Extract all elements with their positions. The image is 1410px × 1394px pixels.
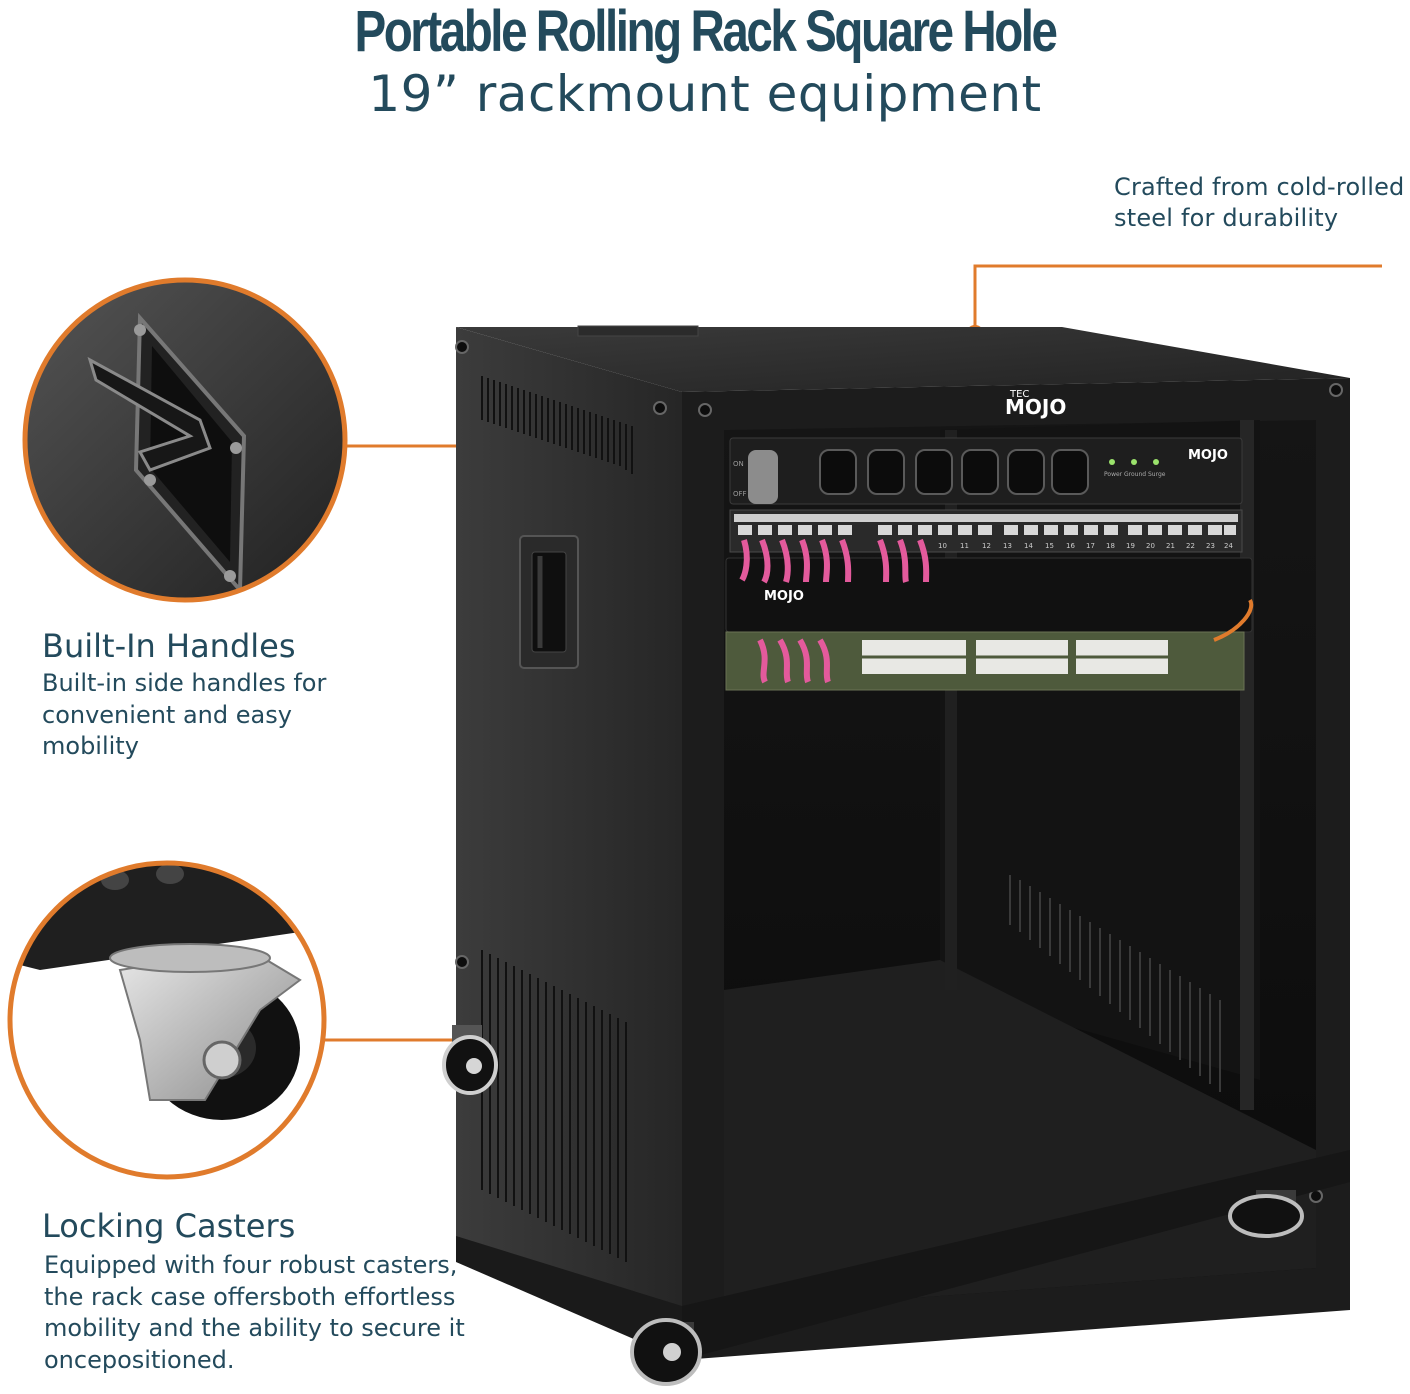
brand-logo-small: TEC (1009, 389, 1029, 400)
side-vents-top (481, 376, 633, 474)
port-number: 24 (1224, 542, 1233, 550)
port-number: 14 (1024, 542, 1033, 550)
handle-zoom-circle (22, 277, 348, 603)
handles-desc-line: mobility (42, 732, 139, 760)
steel-callout: Crafted from cold-rolled steel for durab… (1114, 172, 1404, 234)
handles-desc-line: convenient and easy (42, 700, 292, 729)
patch-cables (739, 538, 930, 684)
steel-leader-line (973, 264, 1382, 334)
pdu-brand-logo: MOJO (1188, 448, 1228, 463)
pdu-label-surge: Surge (1148, 471, 1166, 478)
frame-bolts (455, 340, 1343, 1325)
handles-desc-line: Built-in side handles for (42, 669, 327, 697)
orange-cable (1213, 598, 1254, 642)
caster-front-left (630, 1318, 702, 1386)
port-number: 23 (1206, 542, 1215, 550)
casters-title: Locking Casters (42, 1207, 296, 1245)
port-number: 16 (1066, 542, 1075, 550)
rack-cabinet (442, 325, 1350, 1386)
patch-panel-label-strip (734, 514, 1238, 522)
pdu-outlets (819, 449, 1089, 495)
port-number: 21 (1166, 542, 1175, 550)
port-number: 18 (1106, 542, 1115, 550)
pdu-label-ground: Ground (1124, 471, 1146, 478)
cabinet-top (456, 327, 1350, 392)
steel-callout-line-2: steel for durability (1114, 204, 1339, 232)
pdu-switch-label-on: ON (733, 460, 744, 468)
pdu-leds (1109, 459, 1159, 465)
steel-callout-line-1: Crafted from cold-rolled (1114, 173, 1405, 201)
brand-logo: MOJO (1005, 395, 1066, 419)
port-number: 11 (960, 542, 969, 550)
port-number: 19 (1126, 542, 1135, 550)
port-number: 17 (1086, 542, 1095, 550)
casters-description: Equipped with four robust casters, the r… (44, 1250, 465, 1376)
port-number: 20 (1146, 542, 1155, 550)
port-number: 15 (1045, 542, 1054, 550)
bottom-frame-front (682, 1150, 1350, 1360)
page-title: Portable Rolling Rack Square Hole (354, 0, 1058, 64)
interior-vents (1009, 875, 1221, 1092)
pdu-switch (748, 450, 778, 504)
casters-desc-line: oncepositioned. (44, 1345, 235, 1374)
port-number: 13 (1003, 542, 1012, 550)
handles-description: Built-in side handles for convenient and… (42, 668, 326, 763)
patch-panel-ports (738, 525, 1236, 535)
top-vent-panel (577, 325, 699, 337)
page-subtitle: 19” rackmount equipment (368, 65, 1042, 123)
casters-desc-line: mobility and the ability to secure it (44, 1314, 465, 1342)
handles-title: Built-In Handles (42, 627, 296, 665)
caster-zoom-circle (7, 860, 327, 1180)
caster-rear-left (442, 1025, 498, 1095)
bottom-frame-side (456, 1236, 682, 1360)
pdu-label-power: Power (1104, 471, 1123, 478)
side-handle (519, 535, 579, 669)
casters-desc-line: Equipped with four robust casters, (44, 1251, 458, 1279)
port-number: 22 (1186, 542, 1195, 550)
caster-front-right (1228, 1190, 1304, 1238)
pdu-switch-label-off: OFF (733, 490, 747, 498)
port-number: 12 (982, 542, 991, 550)
port-number: 10 (938, 542, 947, 550)
cable-manager-brand-logo: MOJO (764, 589, 804, 604)
casters-desc-line: the rack case offersboth effortless (44, 1282, 456, 1311)
patch-port-numbers: 10 11 12 13 14 15 16 17 18 19 20 21 22 2… (938, 542, 1233, 550)
side-vents-bottom (481, 950, 627, 1262)
